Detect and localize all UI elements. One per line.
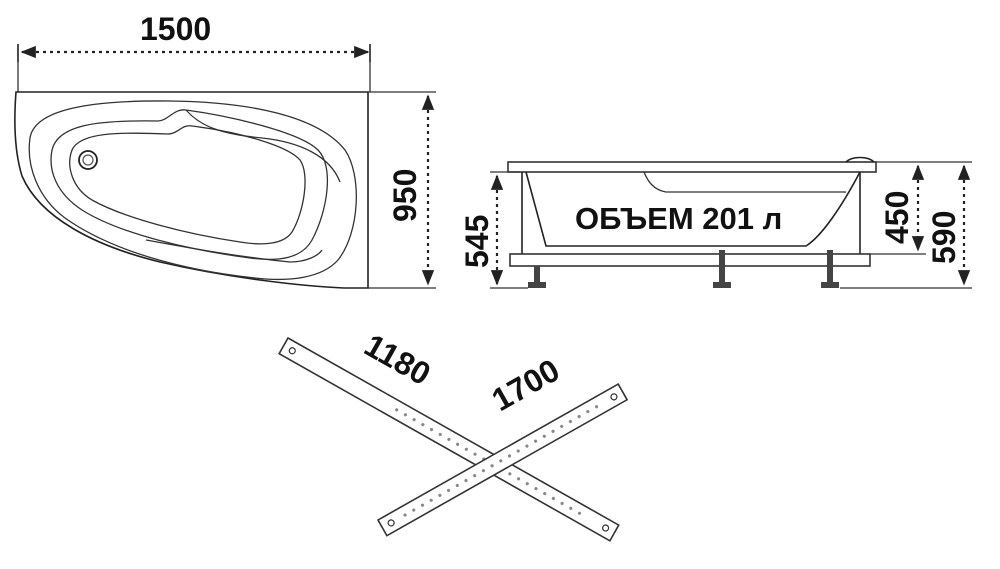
side-tub-step <box>643 171 846 193</box>
frame-bar-1180 <box>278 336 620 542</box>
dim-label-1180: 1180 <box>359 327 437 393</box>
tub-basin <box>69 125 306 245</box>
side-view: ОБЪЕМ 201 л <box>490 156 972 289</box>
side-tub-body <box>525 171 861 247</box>
tub-armrest-contour <box>145 109 341 263</box>
top-view <box>14 44 436 289</box>
drain-inner-ring <box>82 154 94 166</box>
side-rim-headrest <box>845 156 875 163</box>
dim-label-545: 545 <box>459 215 495 268</box>
tub-inner-bowl <box>50 109 328 261</box>
drain-icon <box>78 150 98 170</box>
leg-right <box>821 250 839 288</box>
frame-bar-1180-holes <box>395 408 582 515</box>
side-rim <box>507 161 877 173</box>
dim-label-450: 450 <box>879 191 915 244</box>
tub-outer-bowl <box>28 100 357 281</box>
tub-outer-rim <box>14 91 369 289</box>
dim-label-590: 590 <box>926 211 962 264</box>
volume-label: ОБЪЕМ 201 л <box>575 201 782 236</box>
frame-bars <box>278 336 629 542</box>
frame-bar-1700 <box>376 383 629 537</box>
dim-label-1500: 1500 <box>140 11 211 47</box>
leg-middle <box>713 250 731 288</box>
dim-label-1700: 1700 <box>486 352 566 418</box>
leg-left <box>528 266 546 288</box>
frame-bar-1700-holes <box>403 405 599 517</box>
dim-label-950: 950 <box>387 169 423 222</box>
side-base-frame <box>509 253 871 267</box>
